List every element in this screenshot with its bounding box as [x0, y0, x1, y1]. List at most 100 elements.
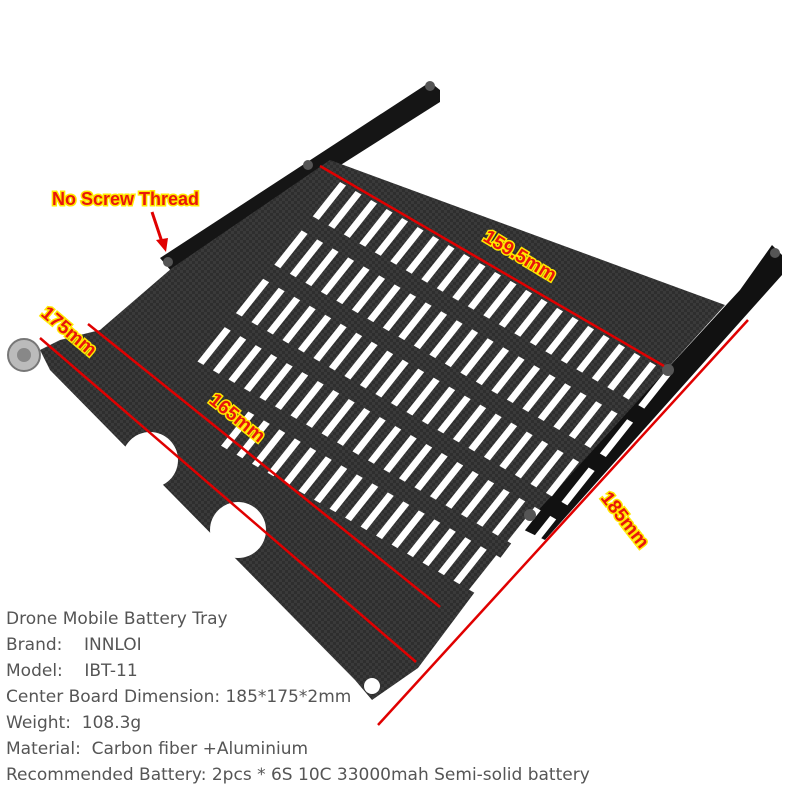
- slot: [484, 564, 518, 603]
- slot: [452, 262, 486, 301]
- ventilation-slots: [197, 182, 672, 603]
- spec-battery: Recommended Battery: 2pcs * 6S 10C 33000…: [6, 765, 590, 785]
- slot: [328, 191, 362, 229]
- slot: [522, 515, 557, 554]
- latch-knob: [17, 348, 31, 362]
- slot: [391, 510, 425, 549]
- slot: [491, 497, 526, 536]
- slot: [584, 410, 618, 448]
- arrow-head: [156, 238, 168, 252]
- slot: [514, 298, 548, 337]
- slot: [251, 287, 285, 326]
- slot: [266, 296, 301, 335]
- spec-weight: Weight: 108.3g: [6, 713, 142, 733]
- slot: [438, 537, 472, 576]
- slot: [274, 372, 309, 410]
- slot: [352, 417, 386, 455]
- slot: [359, 350, 394, 389]
- spec-title: Drone Mobile Battery Tray: [6, 609, 228, 629]
- screw: [425, 81, 435, 91]
- slot: [436, 253, 471, 292]
- slot: [344, 341, 378, 380]
- slot: [429, 461, 464, 500]
- screw: [524, 509, 536, 521]
- spec-dimension: Center Board Dimension: 185*175*2mm: [6, 687, 352, 707]
- slot: [382, 293, 417, 332]
- slot: [506, 365, 541, 404]
- slot: [305, 390, 340, 428]
- slot: [375, 359, 409, 398]
- spec-model: Model: IBT-11: [6, 661, 138, 681]
- slot: [289, 239, 324, 278]
- front-cutout: [210, 502, 266, 558]
- slot: [383, 435, 417, 473]
- slot: [591, 343, 626, 382]
- slot: [460, 338, 494, 377]
- slot: [607, 352, 641, 391]
- slot: [491, 356, 525, 395]
- slot: [452, 404, 487, 443]
- slot: [329, 474, 363, 513]
- slot: [367, 284, 401, 323]
- screw: [770, 248, 780, 258]
- slot: [483, 280, 517, 319]
- screw: [303, 160, 313, 170]
- slot: [221, 411, 255, 450]
- slot: [475, 347, 510, 386]
- slot: [561, 467, 595, 506]
- slot: [499, 431, 533, 470]
- dimension-line-175: [39, 337, 417, 663]
- slot: [469, 555, 503, 594]
- slot: [351, 275, 386, 314]
- slot: [413, 311, 448, 350]
- slot: [622, 361, 657, 400]
- slot: [336, 266, 370, 305]
- spec-list: Drone Mobile Battery Tray Brand: INNLOI …: [6, 606, 590, 788]
- slot: [252, 429, 286, 468]
- slot: [336, 408, 371, 446]
- slot: [359, 209, 393, 247]
- slot: [406, 377, 440, 416]
- dimension-line-165: [87, 323, 441, 608]
- dimension-line-159: [319, 164, 665, 368]
- slot: [376, 501, 410, 540]
- back-rail: [160, 82, 440, 272]
- slot: [568, 401, 603, 440]
- carbon-board: [40, 160, 725, 700]
- slot: [360, 492, 394, 531]
- spec-material: Material: Carbon fiber +Aluminium: [6, 739, 309, 759]
- slot: [298, 456, 332, 495]
- slot: [576, 334, 610, 373]
- dimension-line-185: [377, 319, 749, 726]
- slot: [367, 426, 402, 464]
- slot: [498, 289, 533, 328]
- slot: [405, 235, 440, 274]
- slot: [314, 465, 348, 504]
- slot: [345, 483, 379, 522]
- slot: [267, 438, 301, 477]
- slot: [320, 257, 355, 296]
- length-185-label: 185mm: [596, 488, 653, 553]
- slot: [638, 370, 672, 409]
- slot: [297, 314, 332, 353]
- slot: [274, 230, 308, 269]
- slot: [444, 329, 479, 368]
- screw: [662, 364, 674, 376]
- mount-hole: [364, 678, 380, 694]
- slot: [467, 271, 502, 310]
- slot: [235, 278, 270, 317]
- slot: [283, 447, 317, 486]
- slot: [437, 395, 471, 434]
- slot: [560, 325, 595, 364]
- slot: [212, 336, 247, 374]
- slot: [282, 305, 316, 344]
- slot: [429, 320, 463, 359]
- slot: [421, 386, 456, 425]
- slot: [374, 218, 409, 256]
- slot: [414, 452, 448, 491]
- slot: [343, 200, 378, 238]
- slot: [313, 323, 347, 362]
- slot: [422, 528, 456, 567]
- slot: [514, 440, 549, 479]
